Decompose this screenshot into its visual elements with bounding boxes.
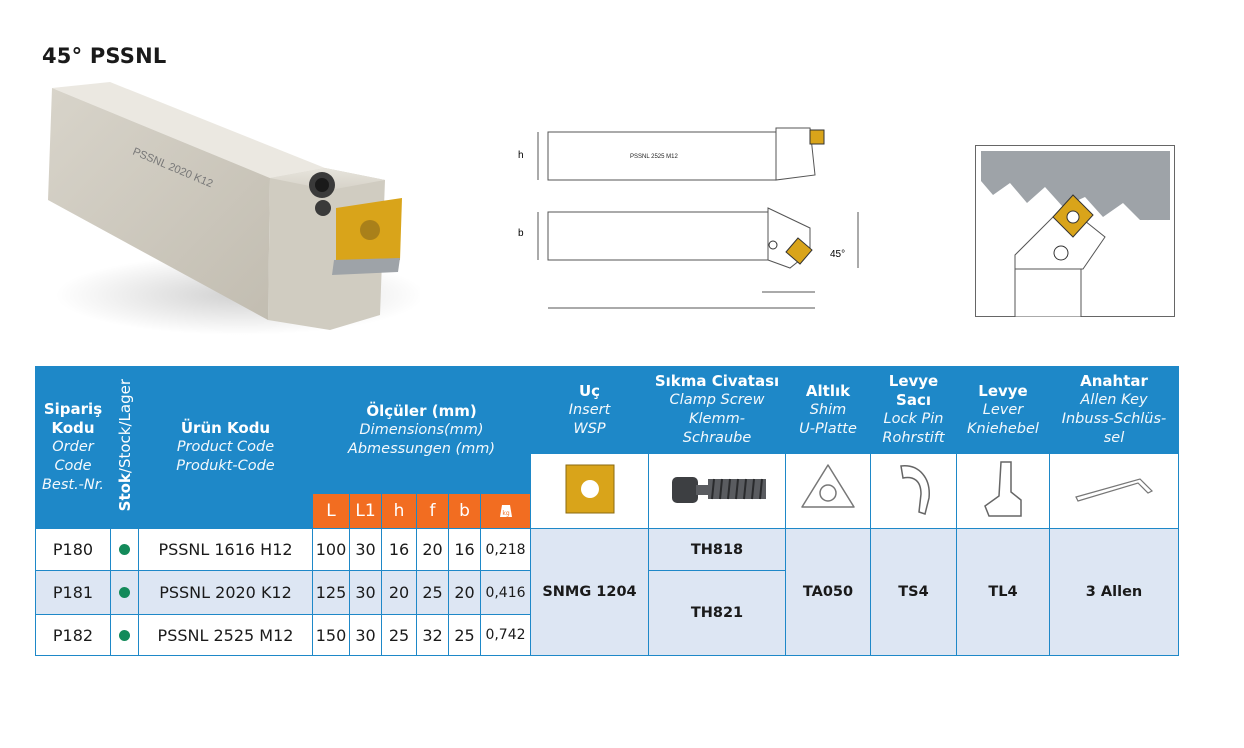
insert-image bbox=[530, 453, 649, 529]
dim-L-cell: 125 bbox=[312, 570, 350, 615]
lever-header: Levye Lever Kniehebel bbox=[956, 366, 1050, 454]
dim-h-cell: 20 bbox=[381, 570, 417, 615]
lever-code-cell: TL4 bbox=[956, 528, 1050, 656]
clamp-screw-icon bbox=[672, 476, 766, 503]
dim-h-cell: 25 bbox=[381, 614, 417, 656]
dim-b-cell: 16 bbox=[448, 528, 481, 571]
weight-cell: 0,218 bbox=[480, 528, 531, 571]
dim-b-cell: 20 bbox=[448, 570, 481, 615]
lock-pin-icon bbox=[899, 464, 930, 515]
insert-icon bbox=[565, 464, 614, 513]
technical-drawing: PSSNL 2525 M12 h b 45° bbox=[518, 127, 859, 309]
order-code-header: Sipariş Kodu Order Code Best.-Nr. bbox=[35, 366, 111, 529]
clamp-screw-header: Sıkma Civatası Clamp Screw Klemm- Schrau… bbox=[648, 366, 786, 454]
allen-key-header: Anahtar Allen Key Inbuss-Schlüs- sel bbox=[1049, 366, 1179, 454]
stock-cell bbox=[110, 528, 139, 571]
lock-pin-image bbox=[870, 453, 957, 529]
clamp-code-cell: TH818 bbox=[648, 528, 786, 571]
order-code-cell: P180 bbox=[35, 528, 111, 571]
dim-L1-cell: 30 bbox=[349, 570, 382, 615]
shim-icon bbox=[801, 463, 855, 508]
lever-icon bbox=[984, 460, 1022, 517]
lock-pin-code-cell: TS4 bbox=[870, 528, 957, 656]
dim-f-cell: 25 bbox=[416, 570, 449, 615]
allen-key-image bbox=[1049, 453, 1179, 529]
in-stock-dot bbox=[119, 629, 130, 641]
drawing-side-label: PSSNL 2525 M12 bbox=[630, 154, 678, 160]
stock-cell bbox=[110, 570, 139, 615]
weight-cell: 0,742 bbox=[480, 614, 531, 656]
dim-b-label: b bbox=[518, 228, 524, 239]
tool-holder-photo: PSSNL 2020 K12 bbox=[48, 82, 420, 335]
page-title: 45° PSSNL bbox=[42, 44, 167, 68]
spec-table: Sipariş Kodu Order Code Best.-Nr. Stok/S… bbox=[35, 366, 1179, 656]
dim-L-cell: 100 bbox=[312, 528, 350, 571]
angle-label: 45° bbox=[830, 249, 845, 260]
shim-image bbox=[785, 453, 871, 529]
dim-col-L1: L1 bbox=[349, 493, 382, 529]
svg-text:kg: kg bbox=[502, 510, 509, 517]
weight-cell: 0,416 bbox=[480, 570, 531, 615]
product-code-cell: PSSNL 2020 K12 bbox=[138, 570, 313, 615]
insert-header: Uç Insert WSP bbox=[530, 366, 649, 454]
in-stock-dot bbox=[119, 587, 130, 598]
clamp-code-cell: TH821 bbox=[648, 570, 786, 656]
dim-f-cell: 20 bbox=[416, 528, 449, 571]
weight-icon: kg bbox=[499, 504, 512, 517]
dim-L1-cell: 30 bbox=[349, 614, 382, 656]
allen-key-code-cell: 3 Allen bbox=[1049, 528, 1179, 656]
dim-f-cell: 32 bbox=[416, 614, 449, 656]
detail-view bbox=[975, 145, 1175, 317]
dim-h-cell: 16 bbox=[381, 528, 417, 571]
dim-L1-cell: 30 bbox=[349, 528, 382, 571]
stock-header: Stok/Stock/Lager bbox=[110, 366, 139, 529]
dim-L-cell: 150 bbox=[312, 614, 350, 656]
dim-col-b: b bbox=[448, 493, 481, 529]
dimensions-header: Ölçüler (mm) Dimensions(mm) Abmessungen … bbox=[312, 366, 531, 494]
shim-header: Altlık Shim U-Platte bbox=[785, 366, 871, 454]
product-code-header: Ürün Kodu Product Code Produkt-Code bbox=[138, 366, 313, 529]
order-code-cell: P181 bbox=[35, 570, 111, 615]
dim-h-label: h bbox=[518, 150, 524, 161]
insert-code-cell: SNMG 1204 bbox=[530, 528, 649, 656]
dim-col-h: h bbox=[381, 493, 417, 529]
clamp-screw-image bbox=[648, 453, 786, 529]
shim-code-cell: TA050 bbox=[785, 528, 871, 656]
lever-image bbox=[956, 453, 1050, 529]
weight-col: kg bbox=[480, 493, 531, 529]
stock-cell bbox=[110, 614, 139, 656]
allen-key-icon bbox=[1075, 477, 1154, 502]
dim-col-f: f bbox=[416, 493, 449, 529]
lock-pin-header: Levye Sacı Lock Pin Rohrstift bbox=[870, 366, 957, 454]
in-stock-dot bbox=[119, 544, 130, 555]
product-code-cell: PSSNL 1616 H12 bbox=[138, 528, 313, 571]
dim-b-cell: 25 bbox=[448, 614, 481, 656]
dim-col-L: L bbox=[312, 493, 350, 529]
order-code-cell: P182 bbox=[35, 614, 111, 656]
product-code-cell: PSSNL 2525 M12 bbox=[138, 614, 313, 656]
